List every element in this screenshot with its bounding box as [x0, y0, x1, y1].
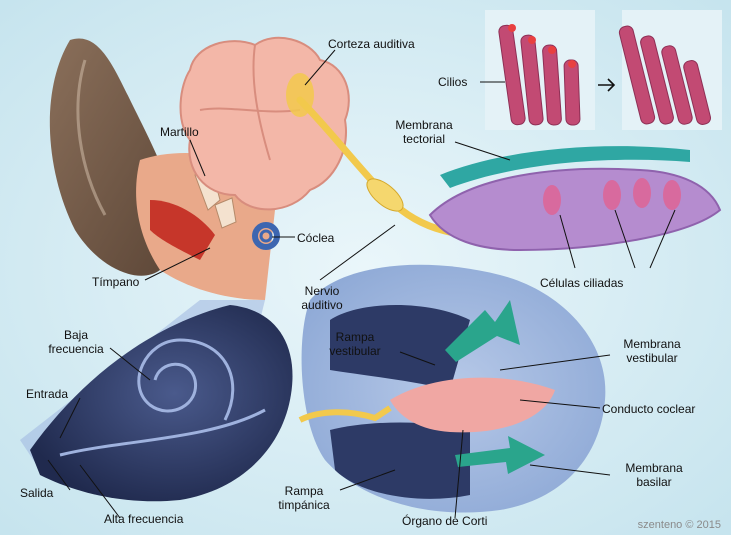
- label-conducto-coclear: Conducto coclear: [602, 402, 695, 416]
- credit-watermark: szenteno © 2015: [638, 519, 721, 531]
- label-organo-de-corti: Órgano de Corti: [402, 514, 487, 528]
- cilia-panel-right: [618, 10, 722, 130]
- label-membrana-basilar: Membrana basilar: [625, 461, 682, 489]
- label-rampa-vestibular: Rampa vestibular: [329, 330, 380, 358]
- label-membrana-tectorial: Membrana tectorial: [395, 118, 452, 146]
- label-nervio-auditivo: Nervio auditivo: [301, 284, 342, 312]
- label-rampa-timpanica: Rampa timpánica: [278, 484, 329, 512]
- label-corteza-auditiva: Corteza auditiva: [328, 37, 415, 51]
- label-coclea: Cóclea: [297, 231, 334, 245]
- cilia-panel-left: [485, 10, 595, 130]
- label-timpano: Tímpano: [92, 275, 139, 289]
- label-alta-frecuencia: Alta frecuencia: [104, 512, 183, 526]
- label-salida: Salida: [20, 486, 53, 500]
- label-entrada: Entrada: [26, 387, 68, 401]
- label-baja-frecuencia: Baja frecuencia: [48, 328, 103, 356]
- label-martillo: Martillo: [160, 125, 199, 139]
- label-celulas-ciliadas: Células ciliadas: [540, 276, 623, 290]
- label-membrana-vestibular: Membrana vestibular: [623, 337, 680, 365]
- label-cilios: Cilios: [438, 75, 467, 89]
